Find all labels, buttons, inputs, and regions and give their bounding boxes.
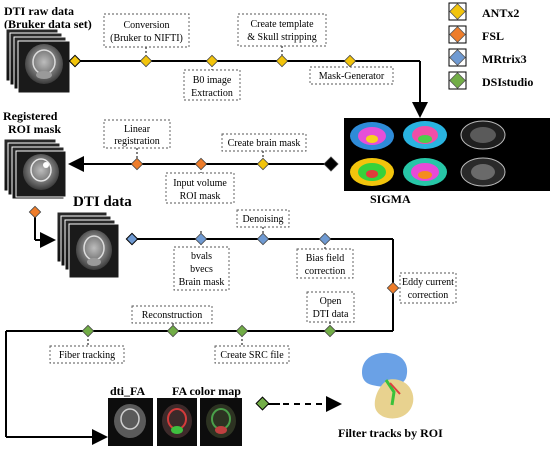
fa-color-map-image-2 [200, 398, 242, 446]
diamond-icon [449, 49, 466, 66]
fsl-node-icon [130, 157, 144, 171]
step-linear-label: Linear [124, 124, 151, 135]
step-reconstruction-label: Reconstruction [142, 310, 203, 321]
mrtrix3-node-icon [256, 232, 270, 246]
dsistudio-node-icon [166, 324, 180, 338]
registered-roi-image-stack [3, 138, 67, 200]
legend-item-dsistudio: DSIstudio [448, 71, 533, 90]
diamond-icon [449, 3, 466, 20]
fiber-tracks-image [362, 352, 414, 419]
antx2-node-icon [68, 54, 82, 68]
step-create-brain-mask-label: Create brain mask [228, 138, 301, 149]
step-template-sublabel: & Skull stripping [247, 32, 316, 43]
step-input-volume-sublabel: ROI mask [180, 191, 221, 202]
legend: ANTx2 FSL MRtrix3 DSIstudio [448, 2, 533, 90]
step-linear-registration-box [103, 119, 171, 149]
step-template-box [237, 13, 327, 47]
step-eddy-sublabel: correction [408, 290, 449, 301]
antx2-node-icon [205, 54, 219, 68]
fsl-node-icon [28, 205, 42, 219]
step-b0-sublabel: Extraction [191, 88, 233, 99]
step-create-src-label: Create SRC file [220, 350, 284, 361]
step-open-dti-sublabel: DTI data [313, 309, 349, 320]
black-node-icon [323, 156, 339, 172]
dsistudio-node-icon [81, 324, 95, 338]
legend-label-fsl: FSL [482, 29, 504, 43]
antx2-node-icon [256, 157, 270, 171]
step-create-brain-mask-box [221, 133, 307, 152]
step-open-dti-box [306, 291, 355, 323]
sigma-atlas-image [344, 118, 550, 191]
step-template-label: Create template [250, 19, 314, 30]
legend-item-mrtrix3: MRtrix3 [448, 48, 527, 67]
antx2-node-icon [343, 54, 357, 68]
step-bias-field-box [296, 248, 354, 279]
step-bias-sublabel: correction [305, 266, 346, 277]
dsistudio-node-icon [323, 324, 337, 338]
legend-label-dsistudio: DSIstudio [482, 75, 533, 89]
title-sigma: SIGMA [370, 192, 411, 206]
legend-label-mrtrix3: MRtrix3 [482, 52, 527, 66]
title-dti-raw-sub: (Bruker data set) [4, 17, 92, 31]
dsistudio-node-icon [255, 396, 270, 411]
step-mask-generator-box [309, 66, 394, 85]
step-create-src-box [214, 345, 290, 364]
antx2-node-icon [275, 54, 289, 68]
title-filter-tracks: Filter tracks by ROI [338, 426, 443, 440]
fa-color-map-image-1 [157, 398, 197, 446]
diamond-icon [449, 26, 466, 43]
step-eddy-box [399, 272, 457, 304]
fsl-node-icon [194, 157, 208, 171]
dti-fa-image [108, 398, 153, 446]
step-b0-label: B0 image [193, 75, 232, 86]
legend-label-antx2: ANTx2 [482, 6, 519, 20]
diamond-nodes [28, 54, 400, 411]
title-dti-data: DTI data [73, 194, 132, 210]
step-reconstruction-box [131, 305, 213, 324]
step-bias-label: Bias field [306, 253, 345, 264]
step-linear-sublabel: registration [114, 136, 160, 147]
step-b0-box [183, 69, 241, 101]
legend-item-antx2: ANTx2 [448, 2, 519, 21]
step-labels: Conversion (Bruker to NIFTI) Create temp… [59, 19, 454, 361]
legend-item-fsl: FSL [448, 25, 504, 44]
title-registered: Registered [3, 109, 58, 123]
step-bvals-box [173, 246, 230, 291]
antx2-node-icon [139, 54, 153, 68]
step-denoising-box [236, 209, 290, 228]
step-mask-generator-label: Mask-Generator [319, 71, 385, 82]
step-conversion-box [103, 13, 190, 48]
step-conversion-label: Conversion [123, 20, 169, 31]
step-brain-mask-label: Brain mask [179, 277, 225, 288]
step-bvecs-label: bvecs [190, 264, 213, 275]
title-registered-sub: ROI mask [8, 122, 61, 136]
step-input-volume-box [165, 172, 235, 204]
step-open-dti-label: Open [320, 296, 342, 307]
fsl-node-icon [386, 281, 400, 295]
title-dti-fa: dti_FA [110, 384, 145, 398]
dsistudio-node-icon [235, 324, 249, 338]
title-fa-color-map: FA color map [172, 384, 241, 398]
step-conversion-sublabel: (Bruker to NIFTI) [110, 33, 183, 44]
step-fiber-tracking-box [49, 345, 125, 364]
step-input-volume-label: Input volume [173, 178, 227, 189]
step-denoising-label: Denoising [242, 214, 283, 225]
mrtrix3-node-icon [318, 232, 332, 246]
diamond-icon [449, 72, 466, 89]
mrtrix3-node-icon [194, 232, 208, 246]
step-bvals-label: bvals [191, 251, 212, 262]
mrtrix3-node-icon [125, 232, 139, 246]
dti-data-image-stack [56, 211, 120, 279]
step-fiber-tracking-label: Fiber tracking [59, 350, 115, 361]
step-boxes [49, 13, 457, 364]
dti-raw-image-stack [5, 28, 71, 94]
title-dti-raw: DTI raw data [4, 4, 74, 18]
step-eddy-label: Eddy current [402, 277, 454, 288]
